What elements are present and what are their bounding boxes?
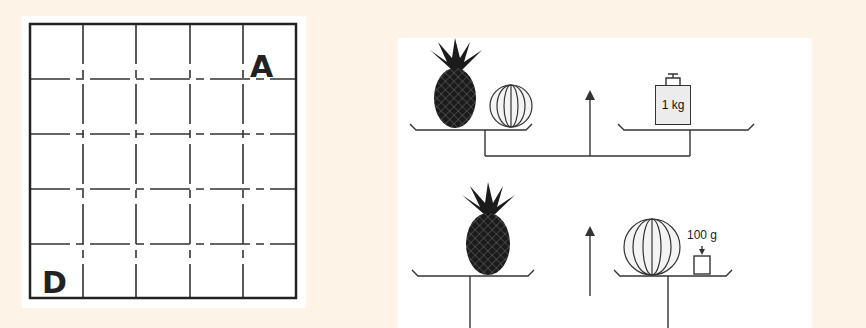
weight-label: 100 g [687, 229, 717, 241]
grid-letter: D [42, 268, 67, 298]
weight-text: 1 kg [662, 98, 685, 112]
pineapple [462, 182, 515, 275]
pineapple [430, 38, 482, 128]
balance-panel [398, 38, 812, 328]
melon [490, 85, 532, 127]
grid-panel [22, 16, 306, 308]
grid-letter: A [250, 52, 273, 82]
melon [624, 219, 680, 275]
weight-box: 1 kg [655, 85, 691, 125]
